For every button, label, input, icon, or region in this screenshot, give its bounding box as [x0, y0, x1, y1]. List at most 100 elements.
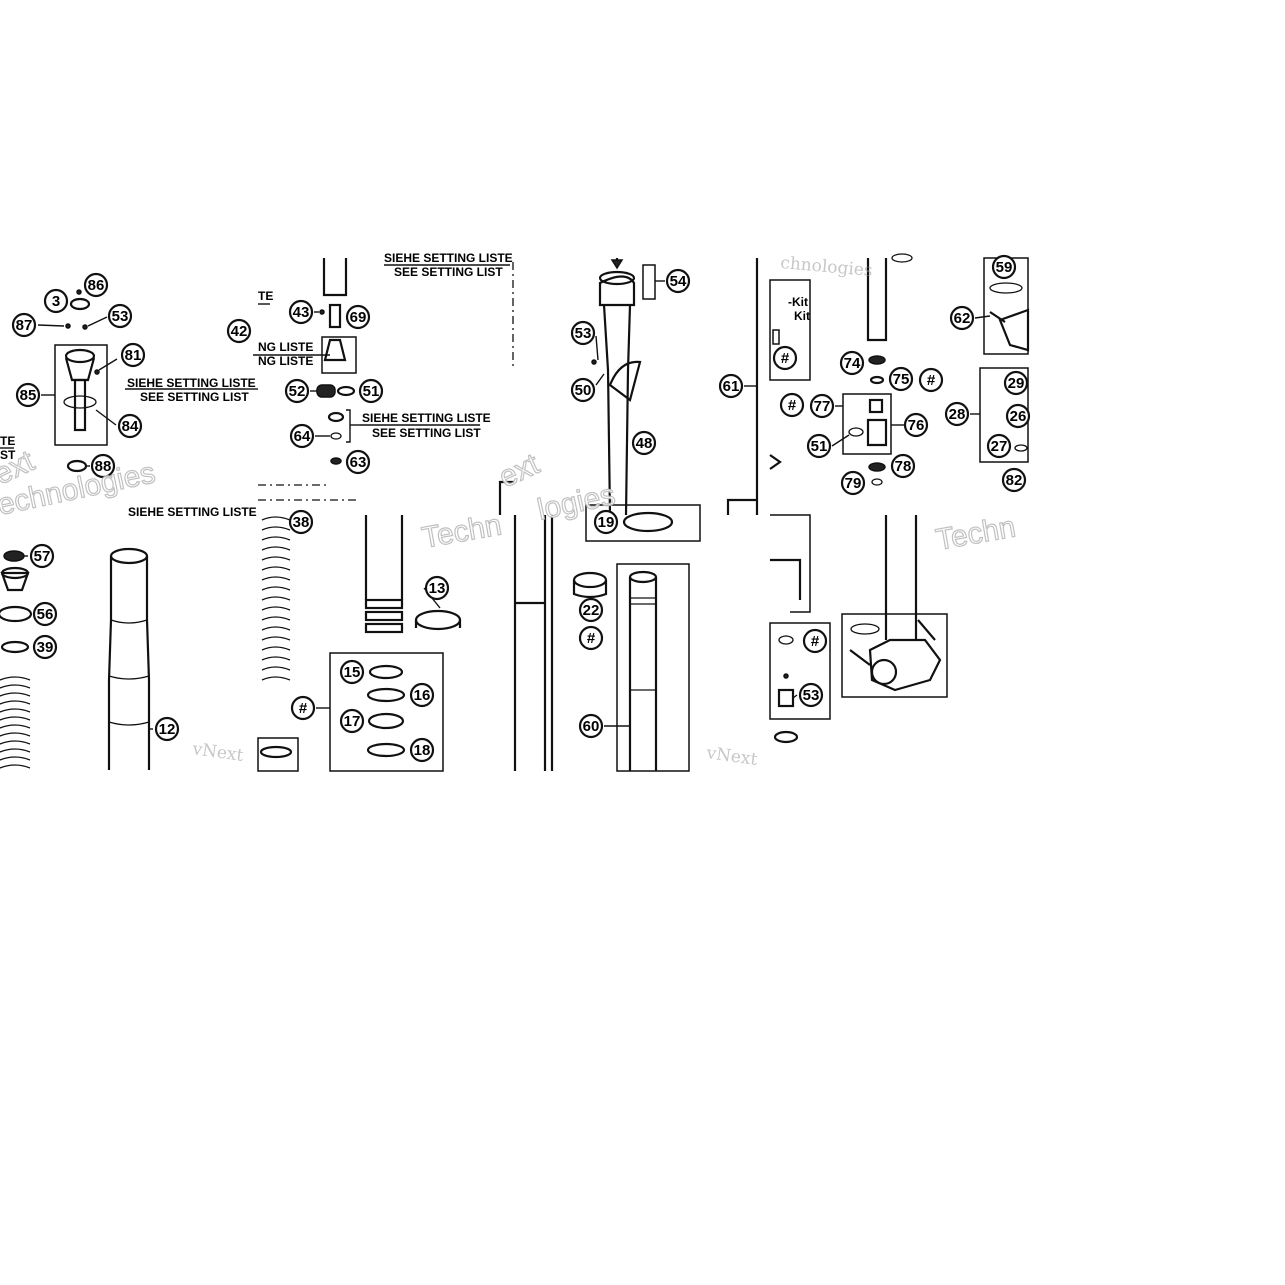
- clamp-body-part: [998, 308, 1030, 352]
- inner-tube-edges: [364, 515, 404, 600]
- cap-22-top: [572, 571, 608, 589]
- tube-cut-part: [608, 360, 642, 402]
- hash-circle: [772, 345, 798, 371]
- callout-c51a: 51: [358, 378, 384, 404]
- small-screw-part: [76, 289, 82, 295]
- callout-circle: [339, 708, 365, 734]
- hash-number: #: [927, 372, 936, 389]
- hash-number: #: [811, 633, 820, 650]
- clamp-assembly-box: [841, 613, 948, 698]
- callout-number: 61: [723, 378, 740, 395]
- hash-h5: #: [918, 367, 944, 393]
- note-8: TE: [258, 289, 273, 303]
- callout-number: 42: [231, 323, 248, 340]
- callout-circle: [949, 305, 975, 331]
- callout-circle: [15, 382, 41, 408]
- callout-number: 82: [1006, 472, 1023, 489]
- hash-number: #: [587, 630, 596, 647]
- note-3-de: SIEHE SETTING LISTE: [384, 251, 513, 265]
- callout-circle: [1005, 403, 1031, 429]
- valve-stem-part: [328, 303, 342, 329]
- callout-number: 87: [16, 317, 33, 334]
- callout-circle: [570, 377, 596, 403]
- bushing-kit-box: [329, 652, 444, 772]
- adjuster-box: [842, 393, 892, 455]
- callout-circle: [665, 268, 691, 294]
- panel-bottom-middle: [257, 515, 462, 772]
- callout-c12: 12: [154, 716, 180, 742]
- callout-number: 84: [122, 418, 139, 435]
- tube-60-box: [616, 563, 690, 772]
- panel-bottom-tube: [513, 515, 690, 772]
- callout-c84: 84: [117, 413, 143, 439]
- hash-h4: #: [779, 392, 805, 418]
- note-5: SIEHE SETTING LISTE: [128, 505, 257, 519]
- callout-number: 60: [583, 718, 600, 735]
- callout-circle: [107, 303, 133, 329]
- callout-c29: 29: [1003, 370, 1029, 396]
- tube-12-left: [107, 556, 113, 770]
- adjuster-nut-part: [868, 462, 886, 472]
- callout-c81: 81: [120, 342, 146, 368]
- callout-number: 86: [88, 277, 105, 294]
- callout-number: 13: [429, 580, 446, 597]
- note-7: ST: [0, 448, 16, 462]
- tube-60-bands: [630, 597, 656, 691]
- bracket-note: [346, 409, 351, 443]
- callout-circle: [631, 430, 657, 456]
- callout-circle: [1003, 370, 1029, 396]
- note-2-de: SIEHE SETTING LISTE: [362, 411, 491, 425]
- callout-circle: [29, 543, 55, 569]
- callout-circle: [345, 449, 371, 475]
- callout-circle: [90, 453, 116, 479]
- callout-circle: [578, 713, 604, 739]
- callout-circle: [226, 318, 252, 344]
- wedge-part: [769, 454, 782, 470]
- callout-c38: 38: [288, 509, 314, 535]
- clamp-bolts: [849, 619, 936, 666]
- callout-circle: [345, 304, 371, 330]
- callout-circle: [944, 401, 970, 427]
- leader-87: [37, 324, 65, 327]
- spring-guide-top: [0, 566, 30, 580]
- leader-53c: [792, 694, 798, 699]
- callout-c13: 13: [424, 575, 450, 601]
- callout-number: 26: [1010, 408, 1027, 425]
- note-6: TE: [0, 434, 15, 448]
- callout-number: 50: [575, 382, 592, 399]
- watermark-6: Techn: [933, 510, 1018, 556]
- tube-12-top: [109, 547, 149, 565]
- callout-circle: [1001, 467, 1027, 493]
- callout-c85: 85: [15, 382, 41, 408]
- note-4-de: NG LISTE: [258, 340, 313, 354]
- callout-c28: 28: [944, 401, 970, 427]
- callout-number: 54: [670, 273, 687, 290]
- callout-number: 57: [34, 548, 51, 565]
- panel-top-tube: [498, 258, 759, 542]
- corner-box: [257, 737, 299, 772]
- callout-circle: [903, 412, 929, 438]
- oring-part: [336, 385, 356, 397]
- hash-circle: [779, 392, 805, 418]
- callout-circle: [806, 433, 832, 459]
- callout-number: 43: [293, 304, 310, 321]
- panel-top-middle: [253, 258, 514, 501]
- cap-oring-part: [63, 395, 97, 409]
- outer-tube-edges: [513, 515, 554, 771]
- hash-number: #: [788, 397, 797, 414]
- tube-band-3: [364, 622, 404, 634]
- watermark-2: vNext: [190, 739, 244, 766]
- kit-box: [769, 279, 811, 381]
- hash-h2: #: [578, 625, 604, 651]
- callout-circle: [11, 312, 37, 338]
- callout-number: 29: [1008, 375, 1025, 392]
- piston-part: [316, 384, 336, 398]
- setting-notes: SIEHE SETTING LISTE SEE SETTING LIST SIE…: [0, 251, 810, 519]
- callout-circle: [409, 737, 435, 763]
- hash-circle: [578, 625, 604, 651]
- callout-c52: 52: [284, 378, 310, 404]
- leader-62: [974, 315, 991, 319]
- callout-circle: [288, 509, 314, 535]
- callout-c54: 54: [665, 268, 691, 294]
- panel-bottom-right: [769, 514, 948, 744]
